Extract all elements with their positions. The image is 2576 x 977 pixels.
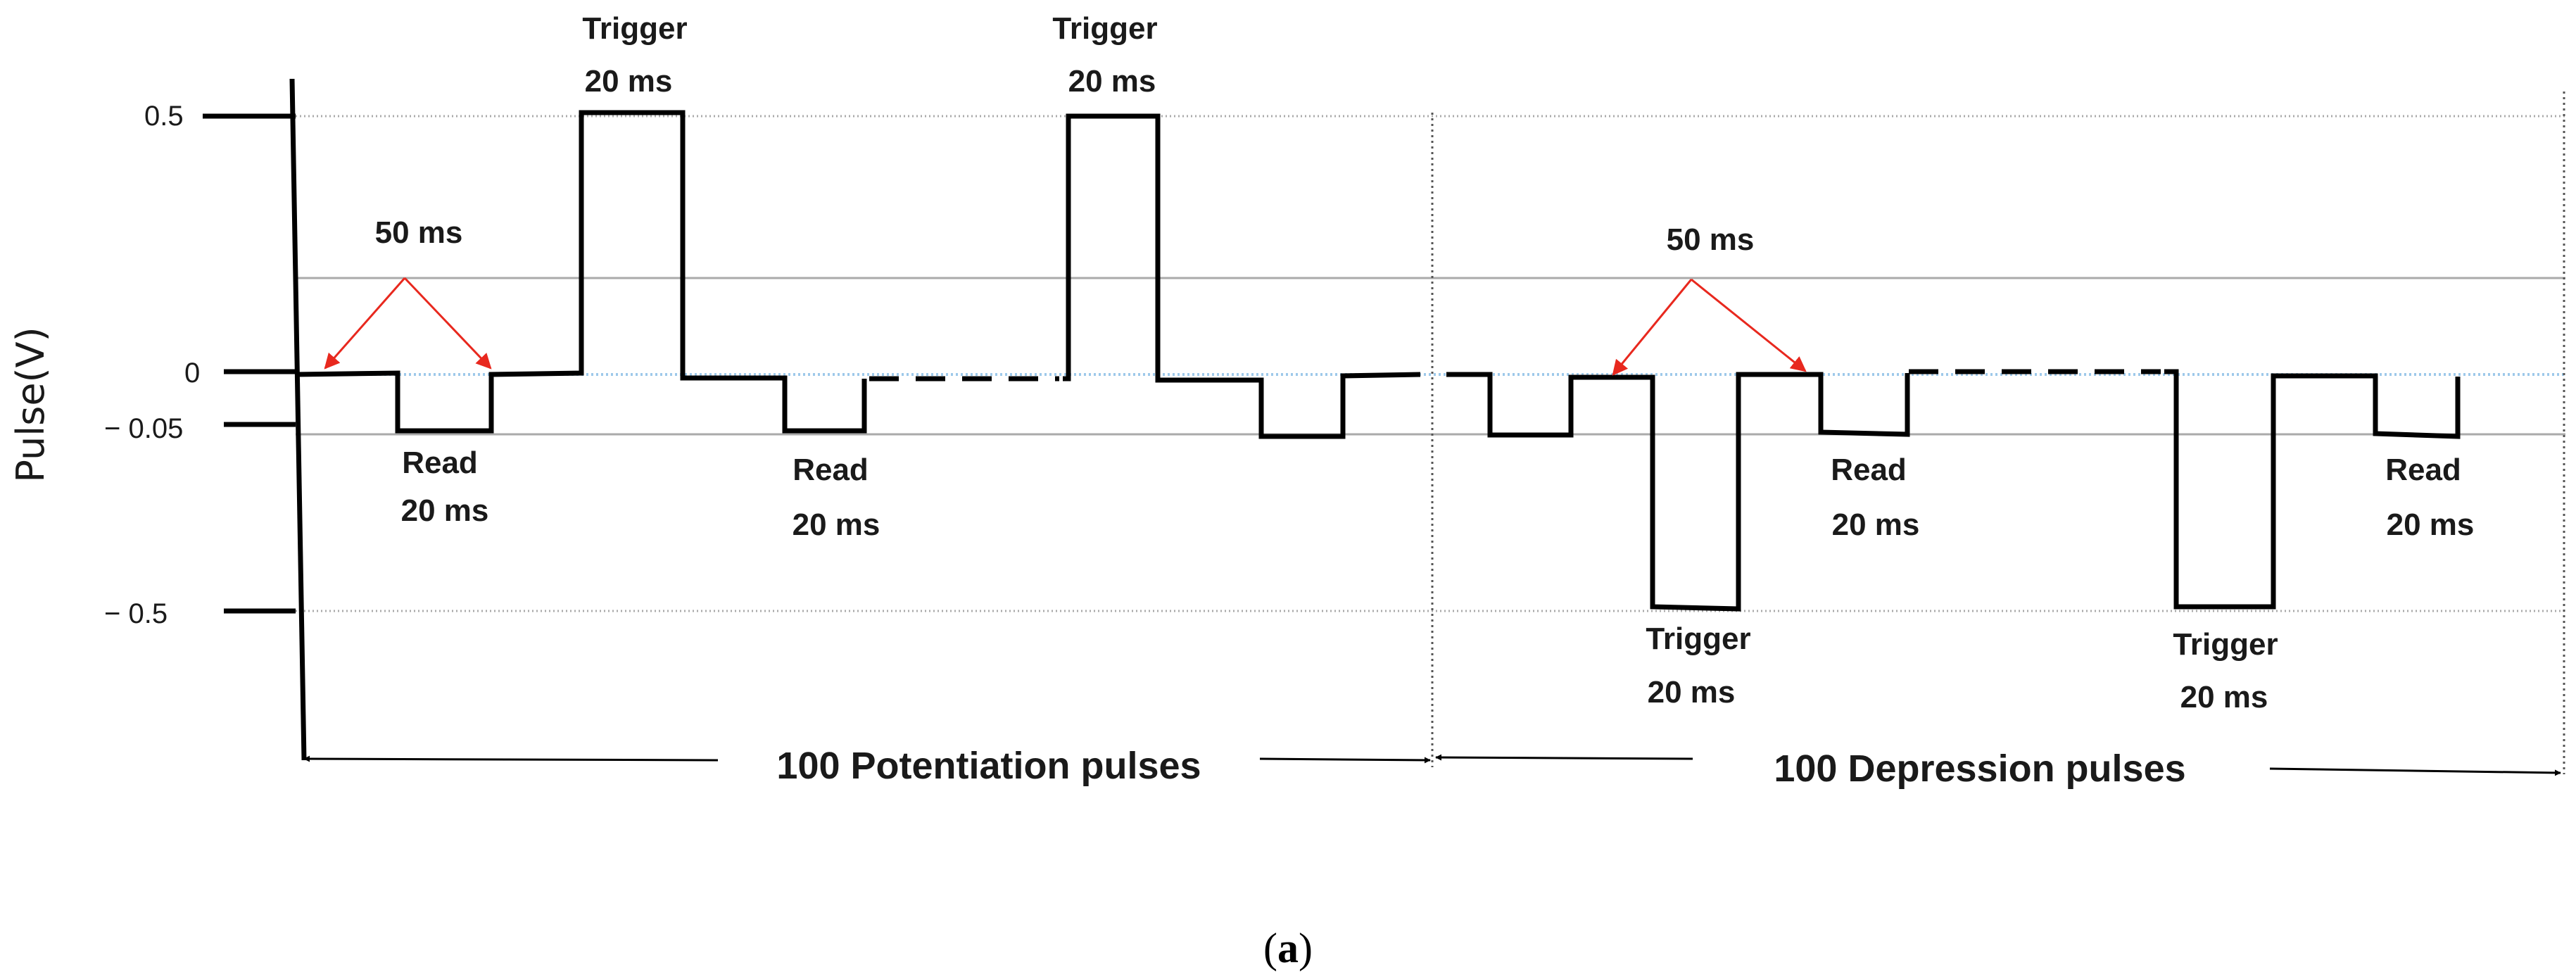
interval-arrow-right-2 bbox=[1691, 278, 1807, 372]
caption-open-paren: ( bbox=[1263, 925, 1277, 971]
read-duration-4: 20 ms bbox=[2387, 508, 2475, 542]
y-axis-label: Pulse(V) bbox=[8, 327, 53, 482]
caption-close-paren: ) bbox=[1299, 925, 1313, 971]
trigger-duration-1: 20 ms bbox=[585, 64, 673, 99]
tick-label-0.5: 0.5 bbox=[144, 101, 184, 132]
interval-label-depression: 50 ms bbox=[1667, 222, 1755, 257]
depression-waveform bbox=[1446, 372, 1910, 612]
trigger-label-2: Trigger bbox=[1052, 11, 1157, 46]
potentiation-waveform-2 bbox=[1063, 113, 1421, 439]
read-duration-1: 20 ms bbox=[401, 493, 489, 528]
y-axis bbox=[203, 78, 307, 761]
caption-letter: a bbox=[1277, 925, 1299, 971]
trigger-label-4: Trigger bbox=[2173, 627, 2278, 662]
potentiation-span-arrow-left bbox=[303, 755, 719, 762]
interval-label-potentiation: 50 ms bbox=[375, 215, 463, 250]
read-label-4: Read bbox=[2385, 453, 2461, 487]
tick-label-0: 0 bbox=[184, 358, 200, 389]
tick-label-neg-0.5: − 0.5 bbox=[104, 598, 168, 629]
tick-label-neg-0.05: − 0.05 bbox=[104, 413, 183, 444]
y-axis-line bbox=[289, 78, 307, 761]
interval-arrow-left-2 bbox=[1612, 279, 1693, 376]
potentiation-waveform bbox=[295, 110, 867, 434]
trigger-label-3: Trigger bbox=[1646, 622, 1750, 656]
figure-caption: (a) bbox=[1263, 925, 1313, 971]
potentiation-span-arrow-right bbox=[1259, 757, 1431, 764]
read-label-2: Read bbox=[793, 453, 869, 487]
potentiation-span-label: 100 Potentiation pulses bbox=[776, 745, 1201, 787]
interval-arrow-left-1 bbox=[324, 277, 406, 370]
depression-span-arrow-left bbox=[1435, 754, 1693, 761]
read-label-1: Read bbox=[402, 446, 478, 480]
waveform bbox=[295, 110, 2461, 612]
trigger-label-1: Trigger bbox=[582, 11, 687, 46]
interval-arrow-right-1 bbox=[403, 277, 492, 370]
depression-waveform-2 bbox=[2164, 369, 2461, 610]
trigger-duration-4: 20 ms bbox=[2180, 680, 2268, 714]
trigger-duration-2: 20 ms bbox=[1068, 64, 1156, 99]
read-label-3: Read bbox=[1831, 453, 1907, 487]
interval-arrows bbox=[324, 277, 1807, 376]
depression-span-arrow-right bbox=[2269, 767, 2561, 776]
gridlines bbox=[296, 115, 2565, 612]
trigger-duration-3: 20 ms bbox=[1648, 675, 1736, 710]
section-dividers bbox=[1431, 92, 2565, 774]
read-duration-2: 20 ms bbox=[793, 508, 880, 542]
depression-span-label: 100 Depression pulses bbox=[1774, 748, 2185, 790]
read-duration-3: 20 ms bbox=[1832, 508, 1920, 542]
span-arrows bbox=[303, 754, 2561, 776]
